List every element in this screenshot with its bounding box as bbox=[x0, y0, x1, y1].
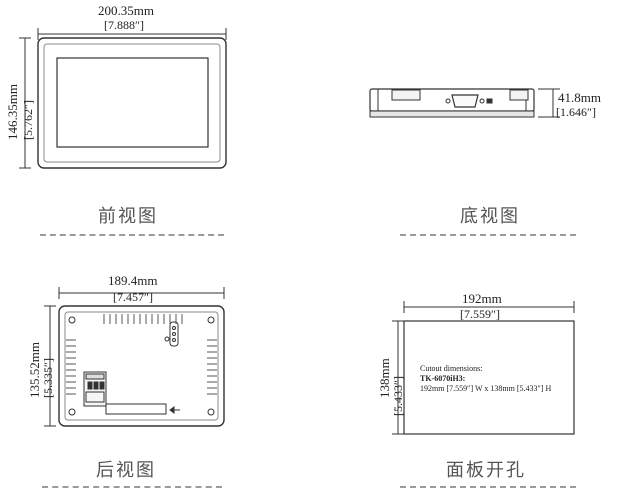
cutout-divider bbox=[400, 486, 576, 488]
rear-view-divider bbox=[42, 486, 222, 488]
rear-view-caption: 后视图 bbox=[96, 460, 156, 481]
bottom-view-caption: 底视图 bbox=[460, 206, 520, 227]
bottom-view-divider bbox=[400, 234, 576, 236]
cutout-height-inch: [5.433″] bbox=[391, 376, 405, 416]
cutout-width-mm: 192mm bbox=[462, 291, 502, 306]
cutout-height-mm: 138mm bbox=[377, 358, 392, 398]
front-view-caption: 前视图 bbox=[98, 206, 158, 227]
cutout-note-size: 192mm [7.559″] W x 138mm [5.433″] H bbox=[420, 384, 552, 393]
cutout-width-inch: [7.559″] bbox=[460, 307, 500, 321]
front-width-inch: [7.888″] bbox=[104, 18, 144, 32]
bottom-depth-mm: 41.8mm bbox=[558, 90, 601, 105]
cutout-caption: 面板开孔 bbox=[446, 460, 526, 481]
cutout-note-model: TK-6070iH3: bbox=[420, 374, 466, 383]
rear-width-inch: [7.457″] bbox=[113, 290, 153, 304]
front-view-divider bbox=[40, 234, 224, 236]
front-width-mm: 200.35mm bbox=[98, 3, 154, 18]
cutout-note-title: Cutout dimensions: bbox=[420, 364, 483, 373]
bottom-depth-inch: [1.646″] bbox=[556, 105, 596, 119]
rear-width-mm: 189.4mm bbox=[108, 273, 158, 288]
